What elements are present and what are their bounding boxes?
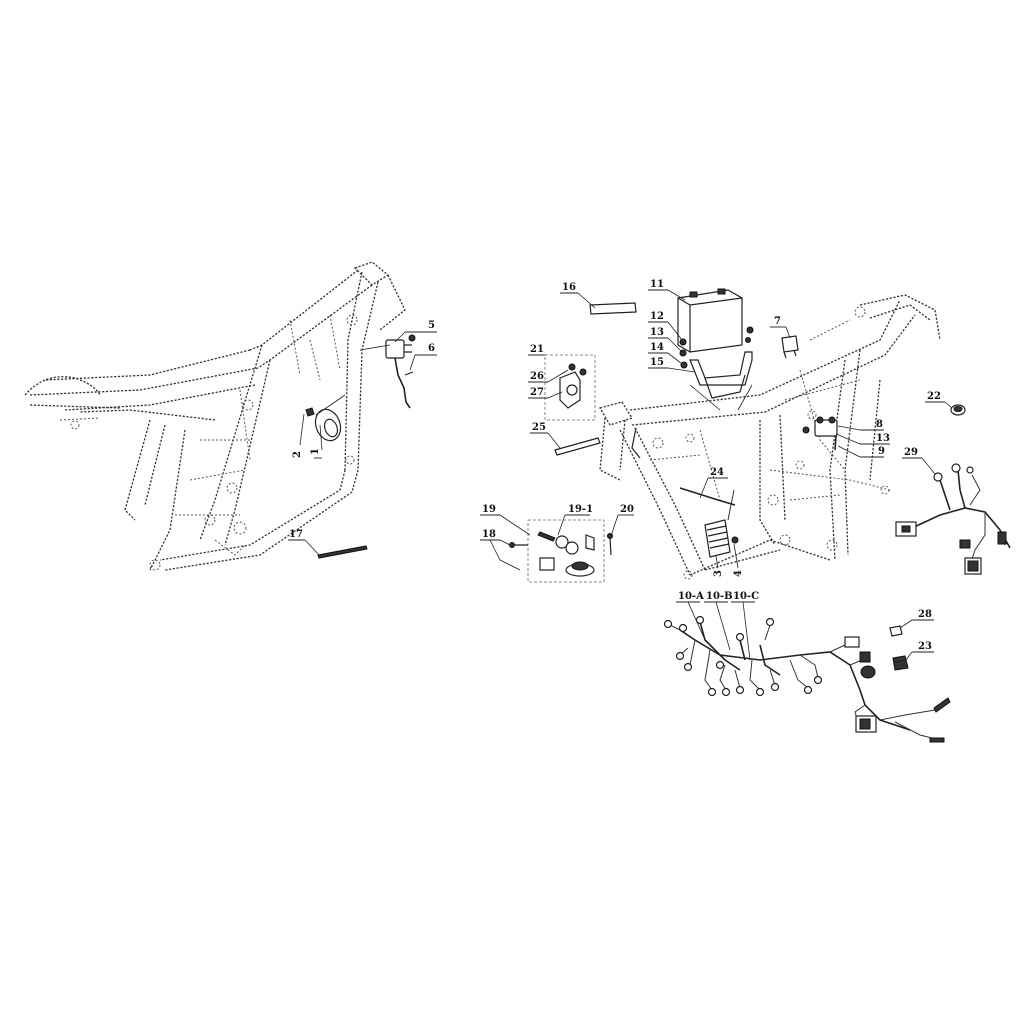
ignition-switch-group: [509, 519, 605, 583]
relay: [781, 335, 799, 359]
callout-19: 19: [480, 504, 531, 536]
callout-10-c: 10-C: [731, 591, 759, 661]
callout-label: 24: [710, 467, 724, 478]
callout-label: 28: [918, 609, 932, 620]
callout-4: 4: [733, 543, 744, 577]
battery: [677, 288, 743, 353]
callout-label: 8: [876, 419, 883, 430]
callout-12: 12: [648, 311, 683, 341]
callout-18: 18: [480, 529, 521, 571]
callout-label: 10-C: [733, 591, 759, 602]
callout-10-a: 10-A: [676, 591, 706, 641]
rubber-cap: [950, 404, 966, 416]
callout-label: 19: [482, 504, 496, 515]
callout-25: 25: [530, 422, 561, 449]
callout-label: 21: [530, 344, 544, 355]
callout-label: 1: [310, 448, 321, 455]
callout-label: 11: [650, 279, 664, 290]
callout-26: 26: [528, 369, 569, 383]
battery-strap: [589, 302, 637, 315]
callout-28: 28: [899, 609, 934, 629]
callout-11: 11: [648, 279, 686, 301]
callout-label: 6: [428, 343, 435, 354]
callout-label: 7: [774, 316, 781, 327]
cable-clamp: [679, 487, 736, 506]
callout-29: 29: [902, 447, 936, 475]
callout-label: 13: [876, 433, 890, 444]
horn: [305, 394, 346, 442]
callout-17: 17: [288, 529, 321, 557]
callout-23: 23: [905, 641, 934, 661]
callout-label: 14: [650, 342, 664, 353]
battery-box: [679, 326, 754, 411]
screw: [607, 533, 613, 556]
callout-label: 19-1: [568, 504, 593, 515]
callout-14: 14: [648, 342, 683, 365]
ignition-coil: [359, 334, 416, 409]
callout-label: 5: [428, 320, 435, 331]
left-motorcycle-frame: [24, 261, 406, 571]
callout-15: 15: [648, 357, 696, 373]
callout-label: 26: [530, 371, 544, 382]
callout-label: 9: [878, 446, 885, 457]
sub-wiring-harness: [895, 463, 1011, 575]
callout-3: 3: [713, 555, 724, 577]
callout-label: 23: [918, 641, 932, 652]
callout-label: 17: [289, 529, 303, 540]
callout-label: 10-A: [678, 591, 704, 602]
callout-label: 22: [927, 391, 941, 402]
callout-label: 27: [530, 387, 544, 398]
callout-label: 15: [650, 357, 664, 368]
connector-cap: [892, 655, 909, 671]
callout-label: 10-B: [706, 591, 733, 602]
callout-13: 13: [648, 327, 683, 353]
callout-label: 13: [650, 327, 664, 338]
callout-label: 12: [650, 311, 664, 322]
callout-24: 24: [699, 467, 728, 499]
callout-2: 2: [292, 413, 305, 458]
callout-label: 16: [562, 282, 576, 293]
callout-22: 22: [925, 391, 953, 409]
callout-label: 2: [292, 451, 303, 458]
callout-10-b: 10-B: [704, 591, 733, 651]
callout-label: 25: [532, 422, 546, 433]
callout-13: 13: [835, 433, 890, 445]
callout-6: 6: [409, 343, 437, 371]
callout-label: 3: [713, 570, 724, 577]
right-motorcycle-frame: [599, 294, 941, 580]
callout-1: 1: [310, 424, 323, 459]
callout-8: 8: [837, 419, 884, 431]
callout-27: 27: [528, 387, 563, 399]
callout-20: 20: [610, 504, 634, 537]
rod: [554, 437, 601, 456]
main-wiring-harness: [663, 615, 951, 743]
mounting-bracket-group: [544, 354, 596, 421]
callout-21: 21: [528, 344, 545, 356]
callout-9: 9: [837, 445, 885, 458]
starter-relay: [802, 416, 838, 451]
clip: [889, 625, 903, 637]
callout-label: 18: [482, 529, 496, 540]
callout-16: 16: [560, 282, 596, 309]
stay-rod: [317, 545, 368, 559]
callout-19-1: 19-1: [557, 504, 593, 536]
callout-7: 7: [770, 316, 791, 339]
callout-label: 20: [620, 504, 634, 515]
callout-label: 4: [733, 570, 744, 577]
callout-5: 5: [394, 320, 437, 343]
callout-label: 29: [904, 447, 918, 458]
regulator-rectifier: [704, 489, 739, 558]
